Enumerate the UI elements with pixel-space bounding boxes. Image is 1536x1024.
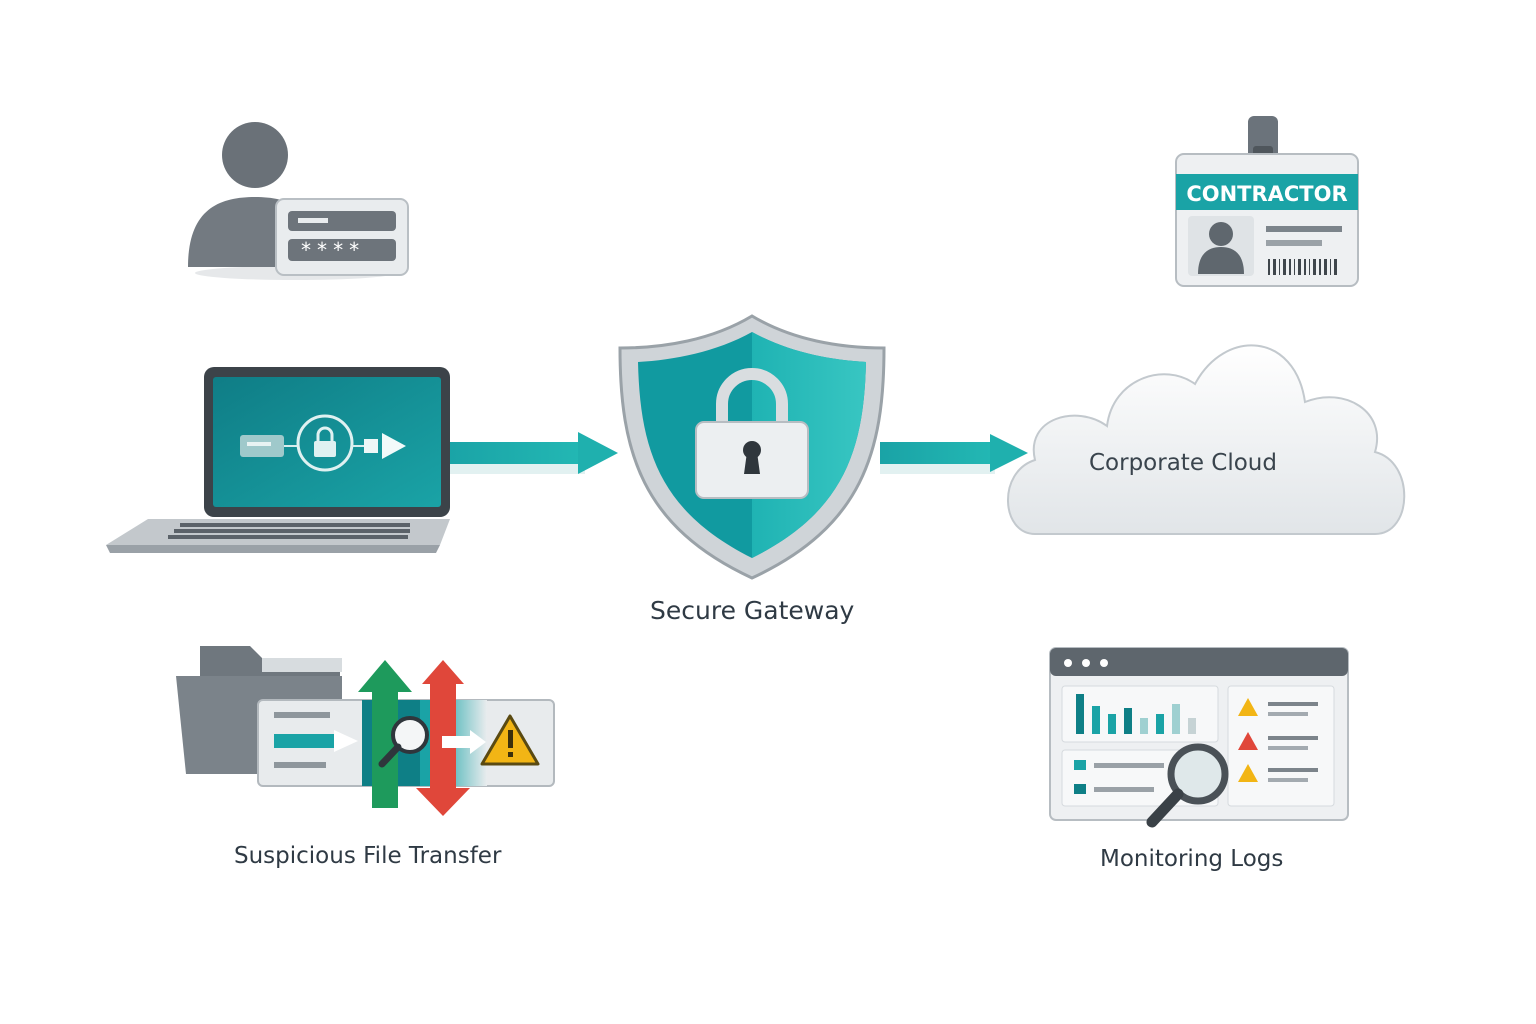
gateway-node xyxy=(612,312,892,582)
cloud-icon: Corporate Cloud xyxy=(1007,344,1406,535)
cloud-label: Corporate Cloud xyxy=(1089,450,1277,476)
file-transfer-node xyxy=(172,640,562,820)
laptop-encrypted-send-icon xyxy=(106,367,450,553)
contractor-badge-node: CONTRACTOR xyxy=(1170,112,1365,292)
cloud-node: Corporate Cloud xyxy=(995,322,1420,552)
file-transfer-label: Suspicious File Transfer xyxy=(234,843,502,869)
arrow-laptop-to-gateway xyxy=(445,432,618,474)
user-credentials-icon: **** xyxy=(188,122,409,280)
file-transfer-warning-icon xyxy=(176,646,555,816)
laptop-node xyxy=(100,365,450,565)
monitoring-node xyxy=(1048,646,1353,836)
password-mask: **** xyxy=(300,238,364,262)
monitoring-label: Monitoring Logs xyxy=(1100,846,1284,872)
shield-lock-icon xyxy=(618,314,886,580)
badge-title: CONTRACTOR xyxy=(1186,182,1347,206)
arrow-gateway-to-cloud xyxy=(880,434,1028,474)
gateway-label: Secure Gateway xyxy=(650,596,855,625)
id-badge-icon: CONTRACTOR xyxy=(1175,116,1359,287)
user-login-node: **** xyxy=(180,115,420,285)
monitoring-dashboard-icon xyxy=(1049,647,1349,828)
